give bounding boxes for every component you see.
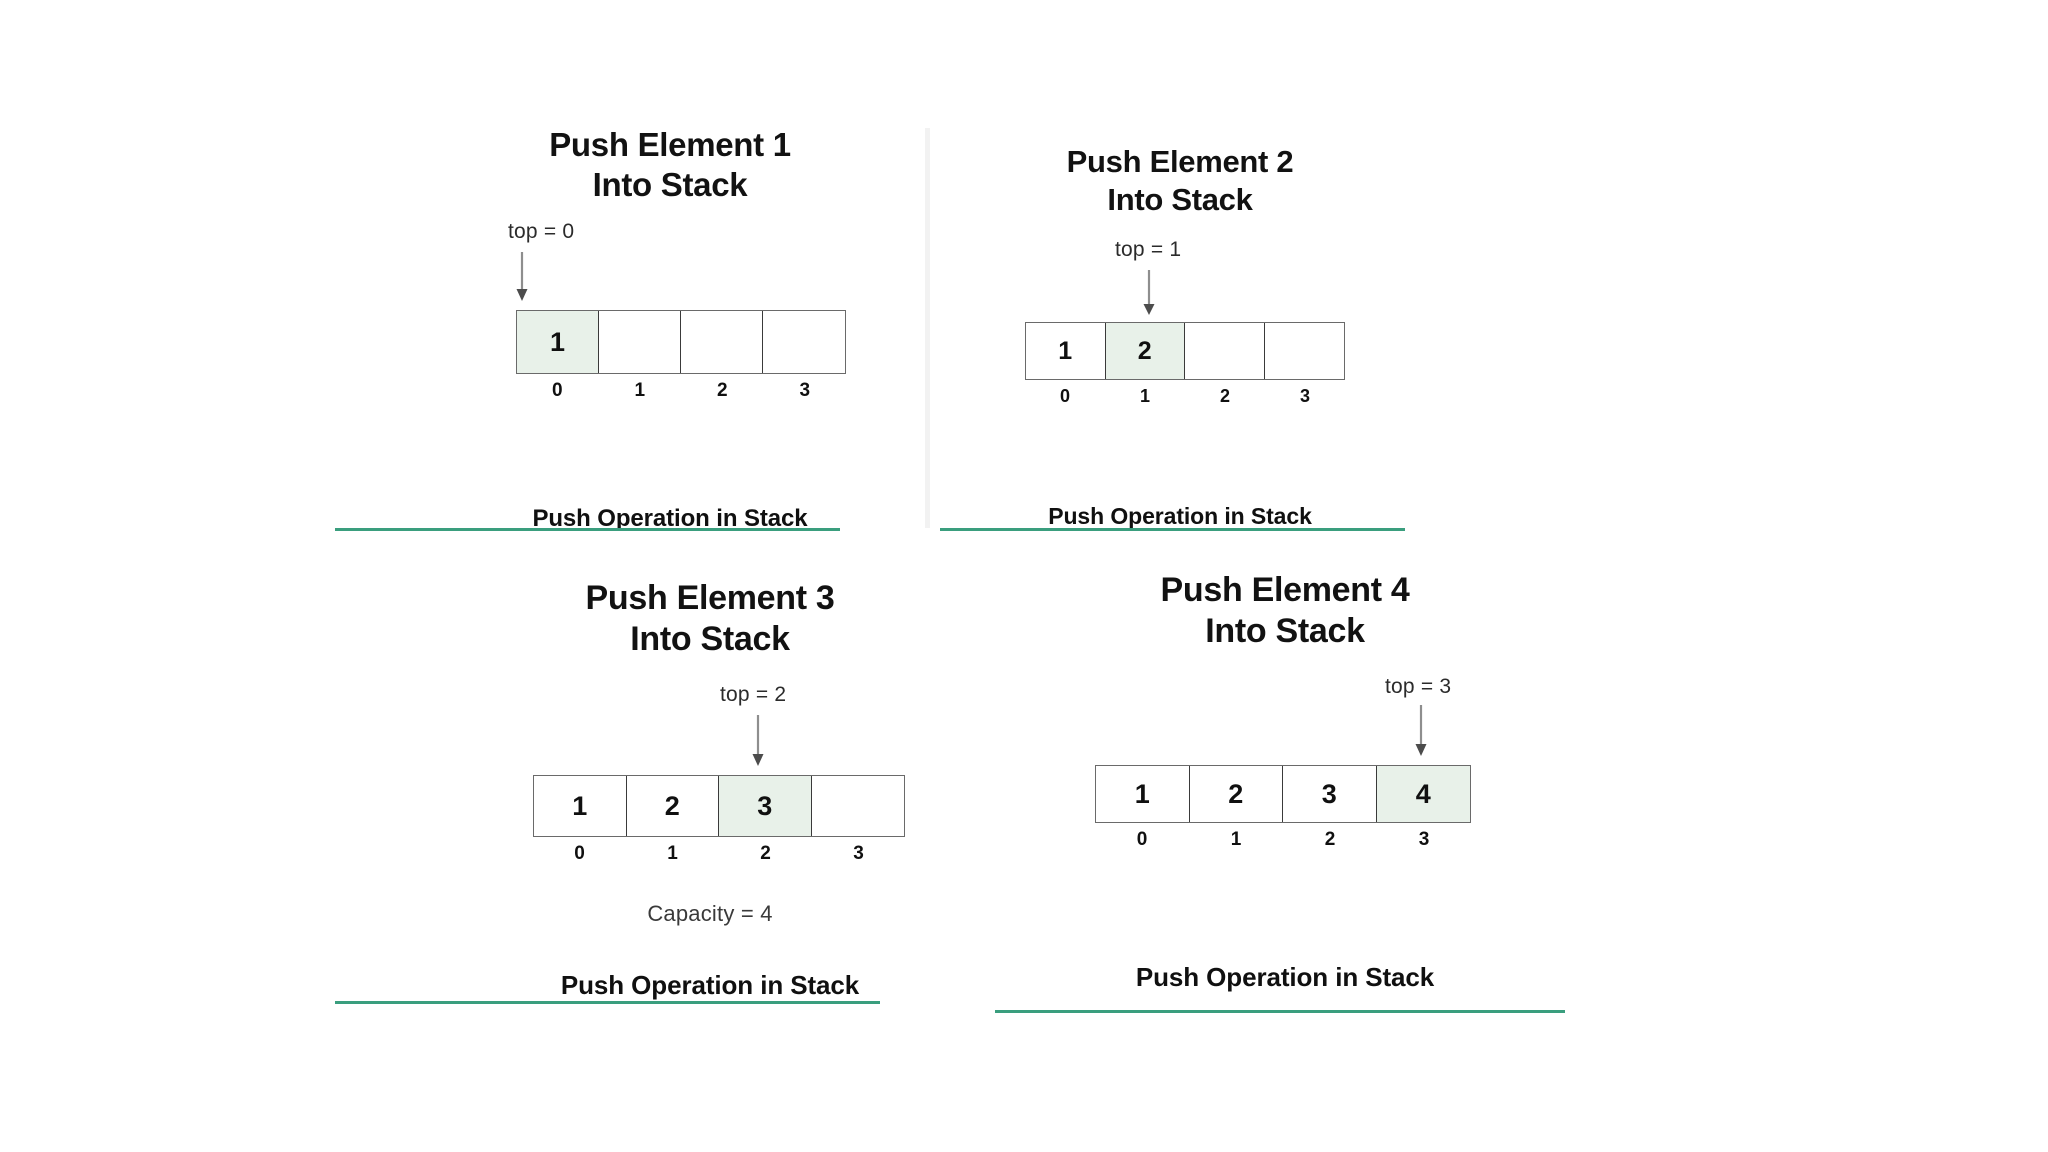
index-label-1: 1 [1230,829,1242,850]
panel-1-title: Push Element 1 Into Stack [549,126,791,204]
panel-4-green-rule [995,1010,1565,1013]
panel-2-diagram: top = 1 1 2 0 1 2 3 [955,238,1405,448]
panel-2-index-row: 0 1 2 3 [1025,386,1345,407]
panel-3-title: Push Element 3 Into Stack [585,579,835,659]
panel-1-top-arrow [514,252,530,307]
panel-2-top-arrow [1141,270,1157,321]
index-label-0: 0 [1059,386,1070,406]
panel-3-green-rule [335,1001,880,1004]
panel-1-top-label: top = 0 [508,220,575,243]
panel-1-caption: Push Operation in Stack [532,505,808,532]
panel-2-caption: Push Operation in Stack [1048,503,1312,529]
stack-cell-1: 2 [626,776,719,836]
panel-push-element-2: Push Element 2 Into Stack top = 1 1 2 0 … [940,143,1405,553]
panel-4-top-label: top = 3 [1385,675,1452,698]
panel-push-element-3: Push Element 3 Into Stack top = 2 1 2 3 … [335,578,970,1038]
index-label-1: 1 [1139,386,1150,406]
stack-cell-3 [763,311,845,373]
stack-cell-1 [599,311,681,373]
stack-cell-1: 2 [1189,766,1283,822]
index-label-0: 0 [551,380,563,401]
panel-2-stack-row: 1 2 [1025,322,1345,380]
index-label-3: 3 [799,380,811,401]
stack-cell-0: 1 [1096,766,1190,822]
stack-cell-2: 3 [1283,766,1377,822]
panel-3-capacity-label: Capacity = 4 [647,901,773,926]
panel-1-stack-row: 1 [516,310,846,374]
stack-cell-3 [1264,323,1344,379]
panel-4-stack-row: 1 2 3 4 [1095,765,1471,823]
index-label-3: 3 [853,843,864,864]
stack-cell-2: 3 [719,776,812,836]
panel-4-diagram: top = 3 1 2 3 4 0 1 2 3 [1040,675,1530,905]
panel-column-divider [925,128,930,528]
panel-4-top-arrow [1413,705,1429,762]
stack-cell-2 [681,311,763,373]
index-label-2: 2 [1324,829,1336,850]
panel-2-title: Push Element 2 Into Stack [1066,144,1294,217]
stack-cell-0: 1 [1026,323,1106,379]
index-label-1: 1 [634,380,646,401]
panel-1-diagram: top = 0 1 0 1 2 3 [420,220,920,440]
panel-3-stack-row: 1 2 3 [533,775,905,837]
index-label-3: 3 [1418,829,1430,850]
panel-3-diagram: top = 2 1 2 3 0 1 2 3 Capacity = 4 [450,683,970,926]
stack-cell-0: 1 [517,311,599,373]
panel-4-title: Push Element 4 Into Stack [1160,571,1410,651]
index-label-2: 2 [1219,386,1230,406]
panel-push-element-4: Push Element 4 Into Stack top = 3 1 2 3 … [995,570,1565,1030]
panel-3-caption: Push Operation in Stack [560,970,860,1000]
index-label-1: 1 [667,843,678,864]
stack-cell-3: 4 [1376,766,1470,822]
stack-cell-2 [1185,323,1265,379]
panel-4-index-row: 0 1 2 3 [1095,829,1471,851]
panel-3-index-row: 0 1 2 3 [533,843,905,865]
panel-1-green-rule [335,528,840,531]
panel-3-top-arrow [750,715,766,772]
stack-cell-3 [811,776,904,836]
panel-1-index-row: 0 1 2 3 [516,380,846,402]
index-label-0: 0 [574,843,585,864]
panel-2-green-rule [940,528,1405,531]
panel-push-element-1: Push Element 1 Into Stack top = 0 1 0 1 … [335,125,920,545]
panel-4-caption: Push Operation in Stack [1135,962,1435,992]
index-label-2: 2 [716,380,728,401]
panel-3-top-label: top = 2 [720,683,787,706]
stack-cell-0: 1 [534,776,627,836]
index-label-3: 3 [1299,386,1310,406]
index-label-0: 0 [1136,829,1148,850]
panel-2-top-label: top = 1 [1115,238,1182,261]
stack-cell-1: 2 [1105,323,1185,379]
index-label-2: 2 [760,843,771,864]
